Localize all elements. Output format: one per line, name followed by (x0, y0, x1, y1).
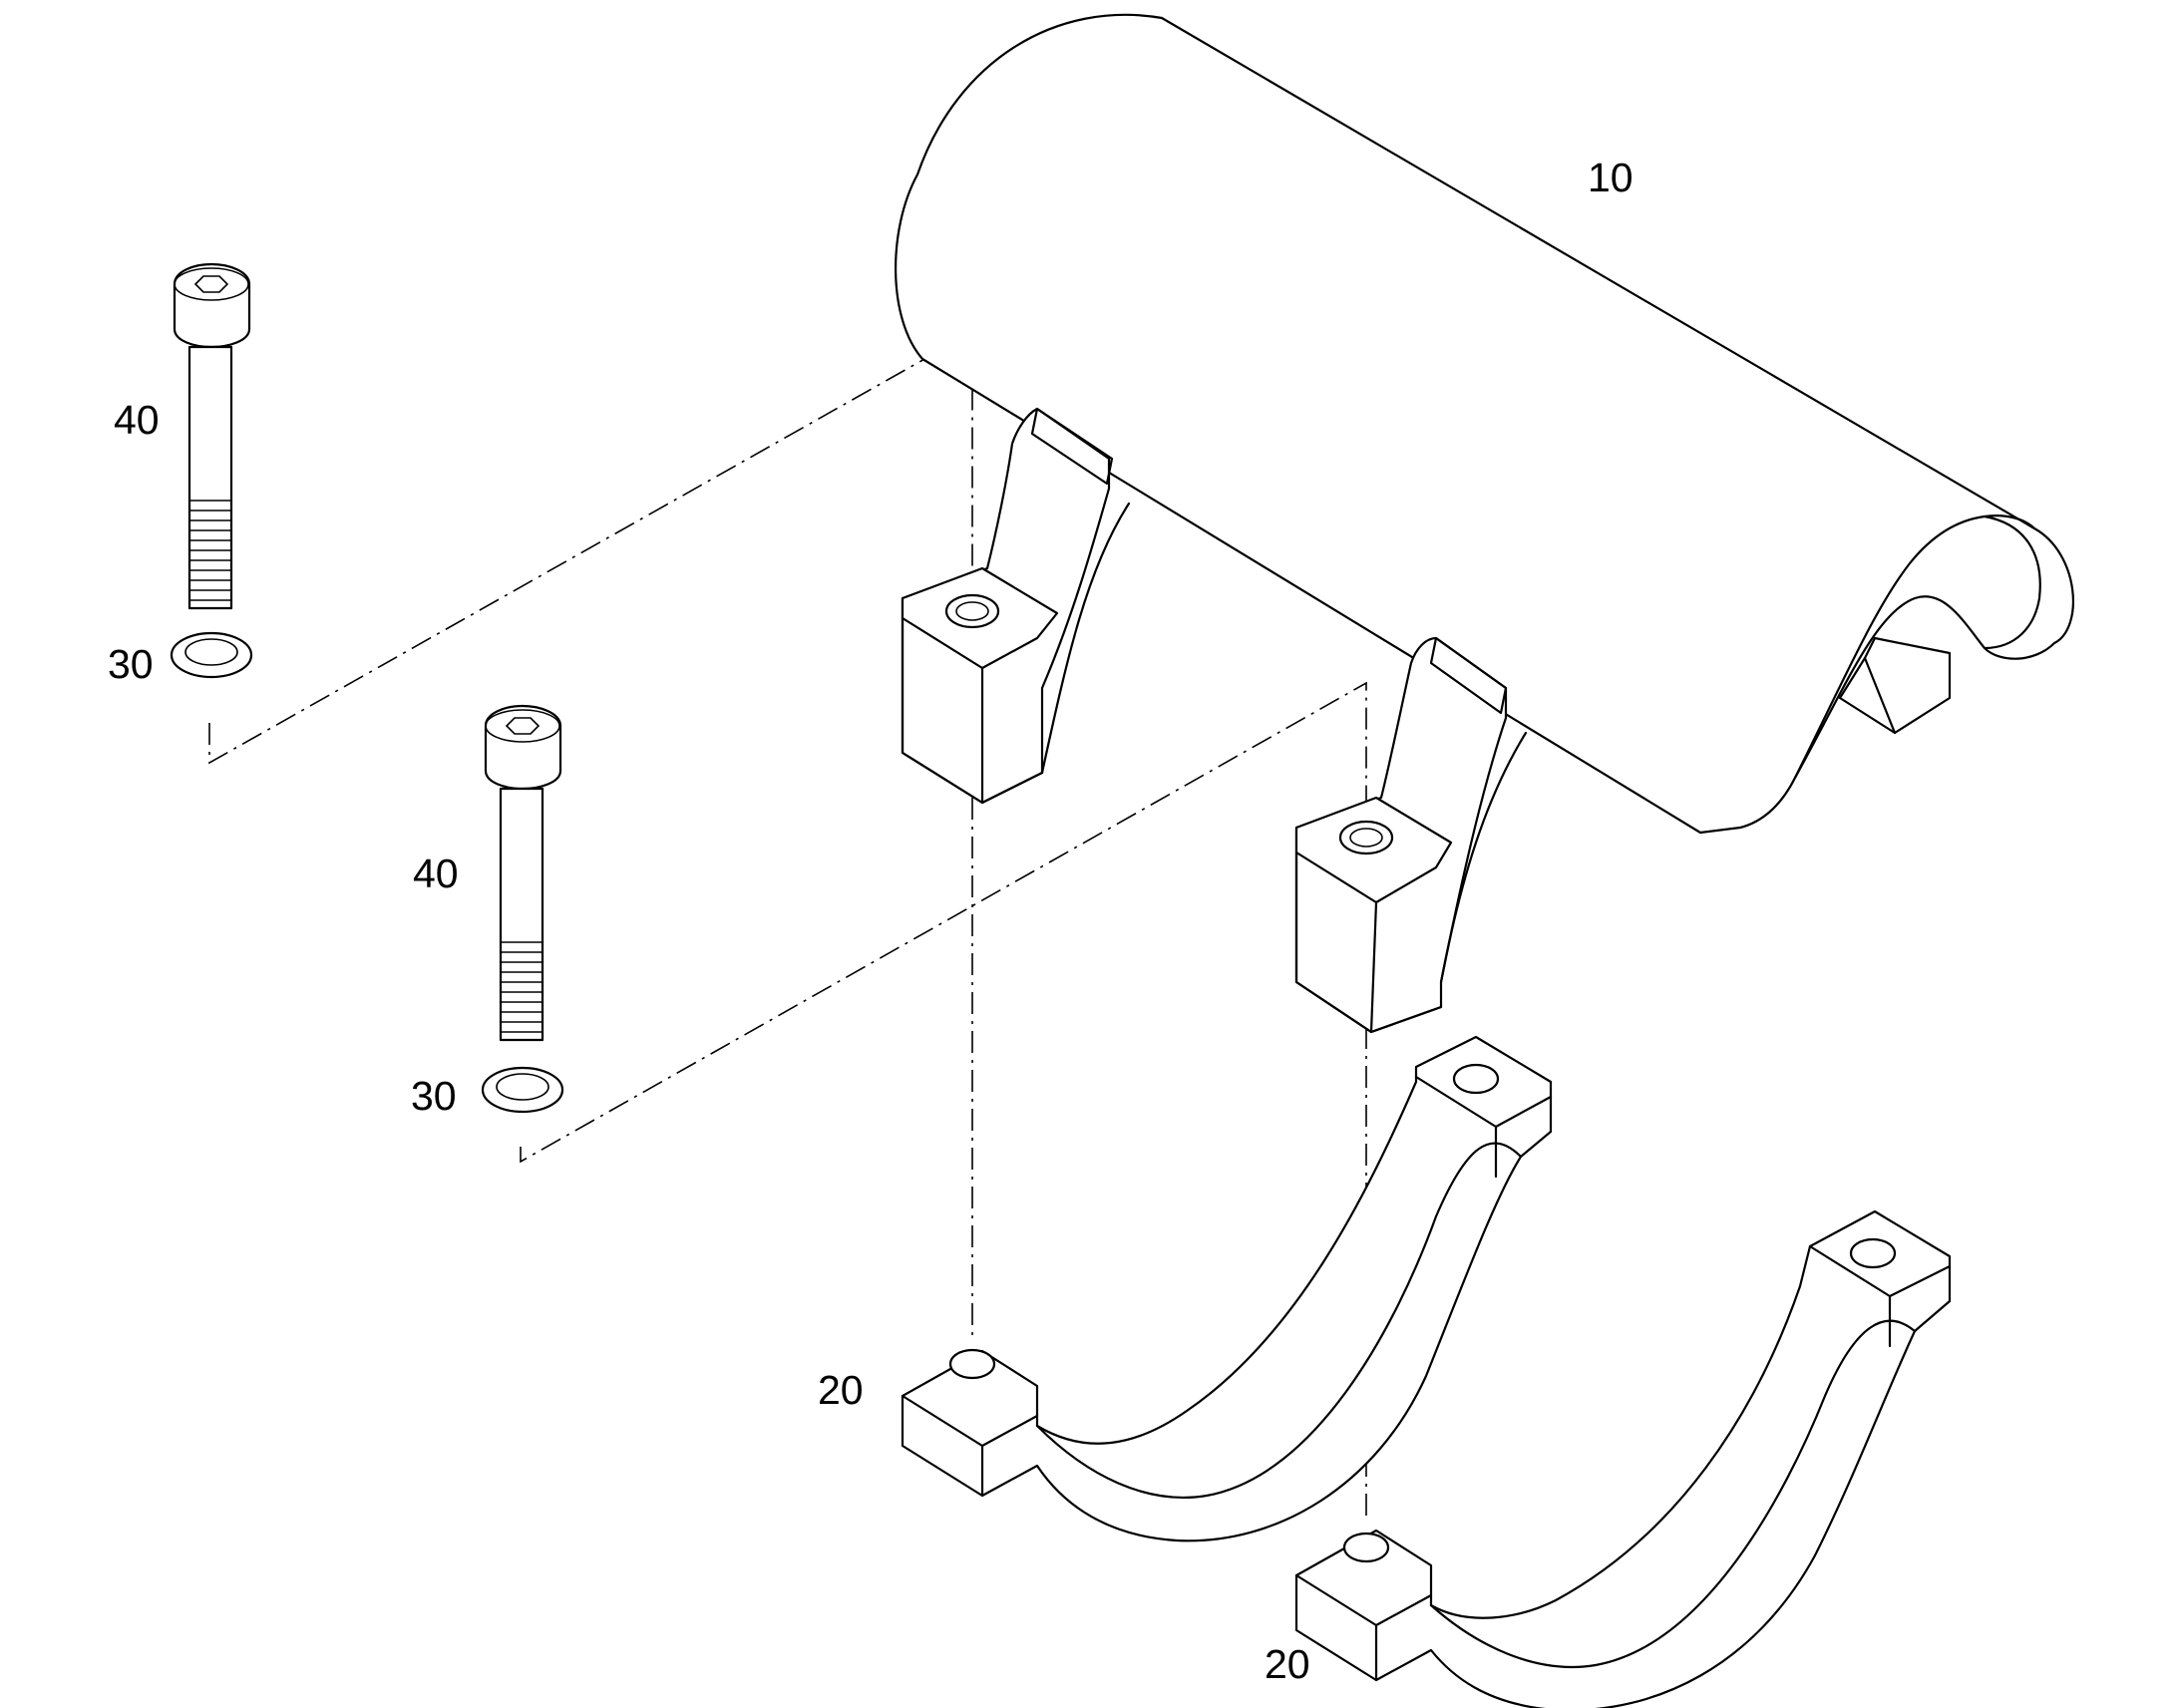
pipe-far-saddle-edge (1863, 656, 1897, 735)
bolt-lower-shank (499, 787, 545, 1042)
pipe-end-inner (1983, 514, 2041, 650)
clamp-upper-inner-curve (1035, 1142, 1523, 1500)
bolt-upper-thread (189, 500, 231, 601)
saddle-near-arm-curve (1040, 502, 1131, 775)
saddle-far-hole (1338, 820, 1394, 855)
clamp-lower-inner-curve (1429, 1319, 1917, 1669)
clamp-upper-callout: 20 (818, 1367, 864, 1413)
bolt-upper-shank (187, 345, 233, 610)
clamp-lower-body (1294, 1209, 1952, 1708)
saddle-near-block-edges (901, 616, 1044, 805)
bolt-lower-callout: 40 (413, 851, 459, 896)
pipe-body (895, 13, 2074, 835)
saddle-near-arm-top (1030, 407, 1114, 486)
bolt-upper-hex-socket-icon (193, 275, 229, 293)
clamp-lower-edges (1294, 1244, 1952, 1682)
guide-line-lower (520, 681, 1367, 1164)
clamp-lower-hole-left (1342, 1532, 1390, 1563)
bolt-upper-head-top (174, 267, 249, 301)
pipe-callout: 10 (1588, 155, 1634, 200)
bolt-lower-head (484, 704, 562, 791)
saddle-far-hole-inner (1349, 828, 1383, 848)
clamp-lower: 20 (1265, 1209, 1952, 1708)
guide-line-upper (208, 330, 973, 765)
clamp-lower-hole-right (1849, 1237, 1897, 1269)
washer-upper-callout: 30 (108, 641, 154, 687)
washer-upper-hole (184, 638, 238, 666)
bolt-lower-head-top (485, 709, 560, 743)
saddle-near-hole-inner (955, 601, 989, 621)
saddle-far-arm-curve (1439, 731, 1528, 984)
washer-lower-callout: 30 (411, 1073, 457, 1119)
saddle-near-hole (944, 593, 1000, 629)
saddle-far-block-edges (1294, 851, 1443, 1034)
bolt-upper-head (173, 262, 251, 349)
pipe-end-rim (1793, 514, 2036, 780)
clamp-upper-hole-right (1452, 1063, 1500, 1095)
saddle-far-arm-top (1429, 636, 1508, 715)
bolt-set-lower: 40 30 (411, 704, 564, 1119)
clamp-upper-body (901, 1035, 1553, 1542)
bolt-upper-callout: 40 (114, 397, 160, 443)
clamp-lower-callout: 20 (1265, 1641, 1310, 1687)
bolt-lower-thread (501, 941, 543, 1033)
pipe-assembly: 10 (895, 13, 2074, 1034)
clamp-upper-hole-left (948, 1348, 996, 1380)
bolt-lower-hex-socket-icon (505, 717, 541, 735)
bolt-set-upper: 40 30 (108, 262, 253, 687)
washer-lower-hole (496, 1073, 549, 1101)
clamp-upper-edges (901, 1075, 1553, 1498)
clamp-upper: 20 (818, 1035, 1553, 1542)
